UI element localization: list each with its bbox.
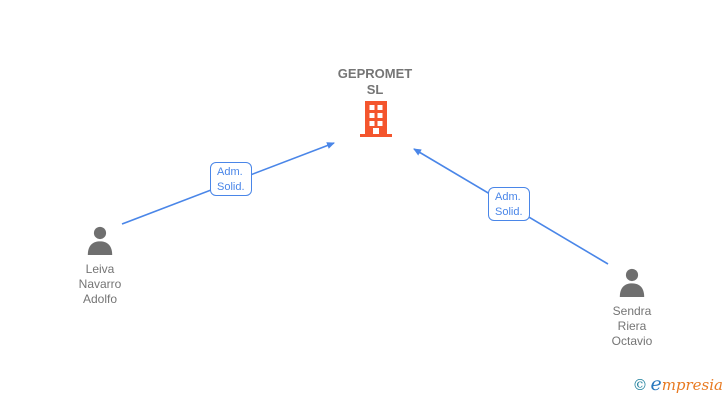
brand-rest: mpresia (661, 376, 723, 394)
edge-label-line2: Solid. (217, 181, 245, 193)
company-node-label[interactable]: GEPROMET SL (300, 66, 450, 98)
edge-label-line1: Adm. (495, 191, 521, 203)
person-icon[interactable] (617, 266, 647, 298)
company-name-line2: SL (366, 82, 384, 97)
edge-label: Adm. Solid. (210, 162, 252, 196)
person-name-line1: Leiva (85, 262, 115, 276)
edge-label: Adm. Solid. (488, 187, 530, 221)
person-name-line1: Sendra (612, 304, 652, 318)
company-name-line1: GEPROMET (337, 66, 413, 81)
company-building-icon[interactable] (360, 101, 392, 137)
person-name-line3: Adolfo (82, 292, 118, 306)
copyright-icon: © (632, 376, 648, 394)
person-node-label[interactable]: Leiva Navarro Adolfo (40, 262, 160, 307)
edge-label-line2: Solid. (495, 206, 523, 218)
empresia-logo[interactable]: ©empresia (632, 373, 723, 395)
person-name-line2: Navarro (78, 277, 122, 291)
edge-label-line1: Adm. (217, 166, 243, 178)
person-name-line3: Octavio (611, 334, 653, 348)
person-name-line2: Riera (617, 319, 647, 333)
person-node-label[interactable]: Sendra Riera Octavio (572, 304, 692, 349)
brand-initial: e (650, 373, 662, 395)
person-icon[interactable] (85, 224, 115, 256)
